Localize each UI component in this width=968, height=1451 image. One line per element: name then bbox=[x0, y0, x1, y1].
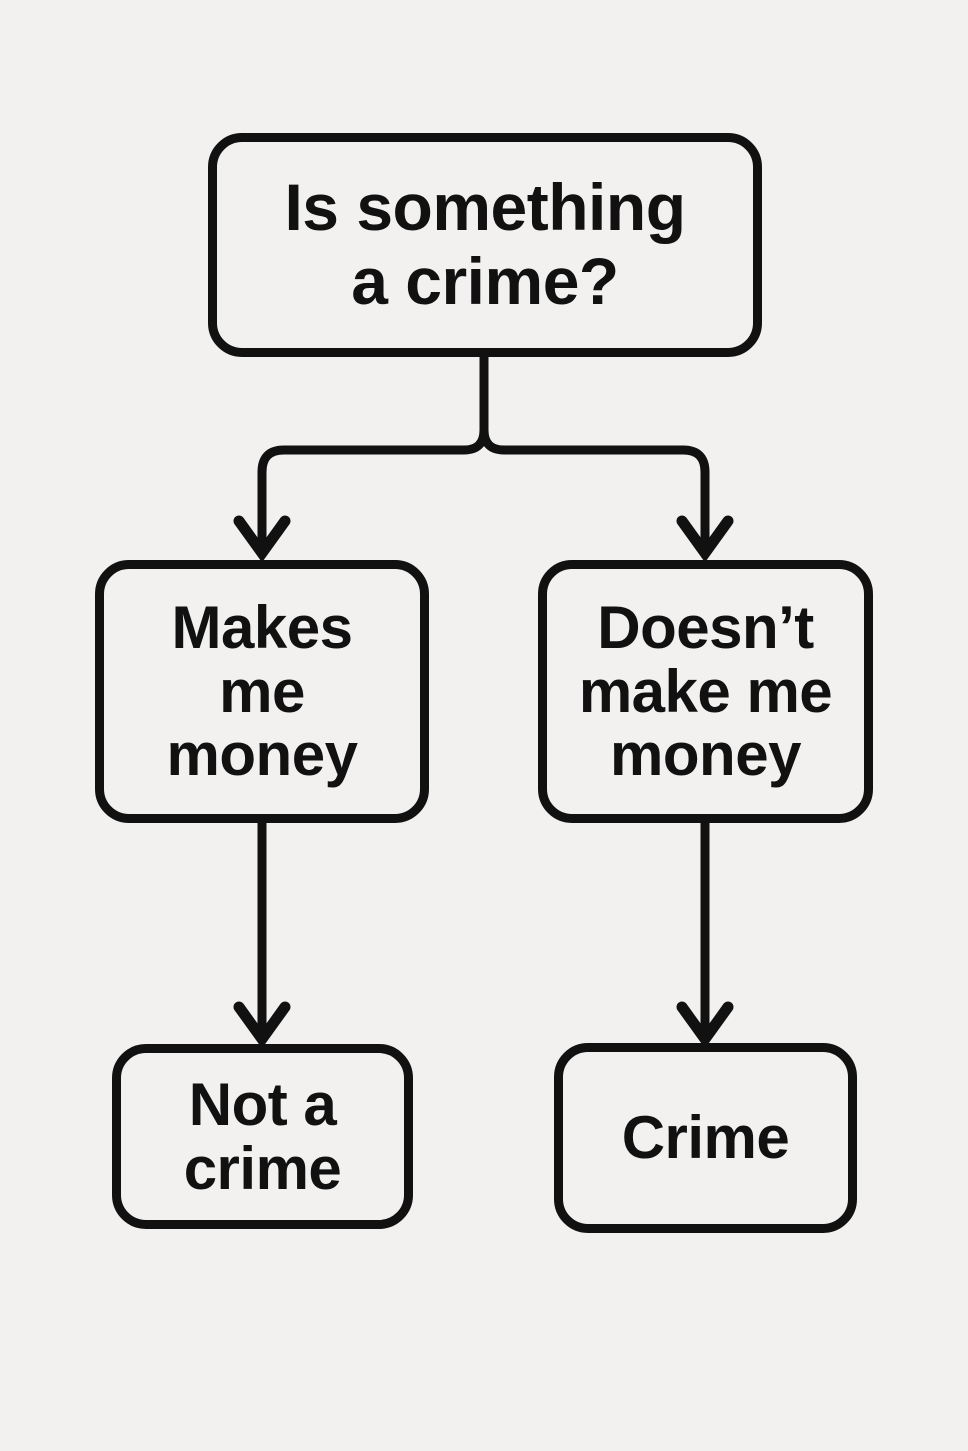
node-label-makes-money: Makes me money bbox=[166, 594, 358, 789]
arrowhead-to-not-a-crime bbox=[233, 1001, 291, 1049]
arrowhead-to-no-money bbox=[676, 515, 734, 563]
node-is-something-a-crime[interactable]: Is something a crime? bbox=[208, 133, 762, 357]
node-doesnt-make-me-money[interactable]: Doesn’t make me money bbox=[538, 560, 873, 823]
edge-root-to-no-money bbox=[479, 357, 710, 520]
node-label-root: Is something a crime? bbox=[284, 170, 686, 318]
node-makes-me-money[interactable]: Makes me money bbox=[95, 560, 429, 823]
node-label-not-a-crime: Not a crime bbox=[183, 1070, 342, 1202]
arrowhead-to-crime bbox=[676, 1001, 734, 1049]
node-label-crime: Crime bbox=[621, 1104, 790, 1172]
node-not-a-crime[interactable]: Not a crime bbox=[112, 1044, 413, 1229]
edge-root-to-makes-money bbox=[257, 357, 489, 520]
node-crime[interactable]: Crime bbox=[554, 1043, 857, 1233]
node-label-no-money: Doesn’t make me money bbox=[578, 594, 833, 789]
arrowhead-to-makes-money bbox=[233, 515, 291, 563]
